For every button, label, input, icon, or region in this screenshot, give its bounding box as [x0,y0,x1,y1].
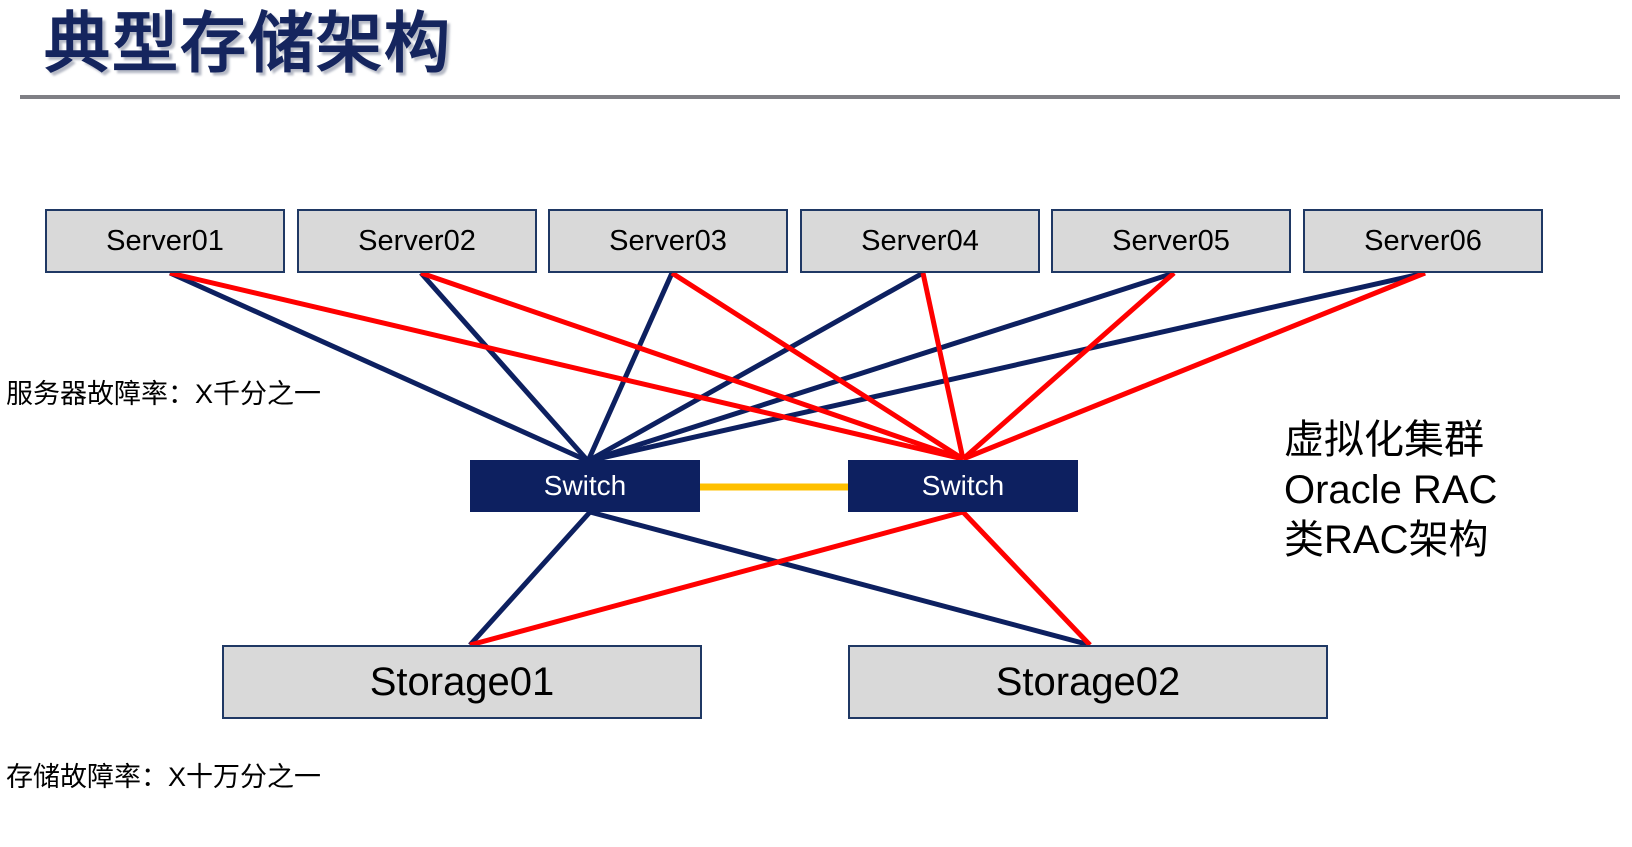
node-label: Storage02 [995,659,1181,704]
node-storage-01[interactable]: Storage01 [222,645,702,719]
server-failure-rate-label: 服务器故障率：X千分之一 [6,379,322,409]
node-label: Server01 [106,224,224,257]
node-server-04[interactable]: Server04 [800,209,1040,273]
node-switch-left[interactable]: Switch [470,460,700,512]
title-divider [20,95,1620,99]
node-server-06[interactable]: Server06 [1303,209,1543,273]
node-server-05[interactable]: Server05 [1051,209,1291,273]
node-label: Switch [543,470,627,501]
node-server-01[interactable]: Server01 [45,209,285,273]
node-server-03[interactable]: Server03 [548,209,788,273]
node-label: Server02 [358,224,476,257]
node-storage-02[interactable]: Storage02 [848,645,1328,719]
page-title: 典型存储架构 [44,6,452,80]
node-server-02[interactable]: Server02 [297,209,537,273]
node-label: Server03 [609,224,727,257]
node-label: Server04 [861,224,979,257]
storage-failure-rate-label: 存储故障率：X十万分之一 [6,762,322,792]
node-label: Server05 [1112,224,1230,257]
right-switch-to-storage-links [469,509,1092,648]
server-to-right-switch-links [169,270,1426,462]
left-switch-to-storage-links [468,509,1091,648]
cluster-architecture-note: 虚拟化集群 Oracle RAC 类RAC架构 [1284,418,1498,562]
node-label: Server06 [1364,224,1482,257]
server-to-left-switch-links [168,270,1426,464]
node-label: Storage01 [369,659,555,704]
node-switch-right[interactable]: Switch [848,460,1078,512]
node-label: Switch [921,470,1005,501]
